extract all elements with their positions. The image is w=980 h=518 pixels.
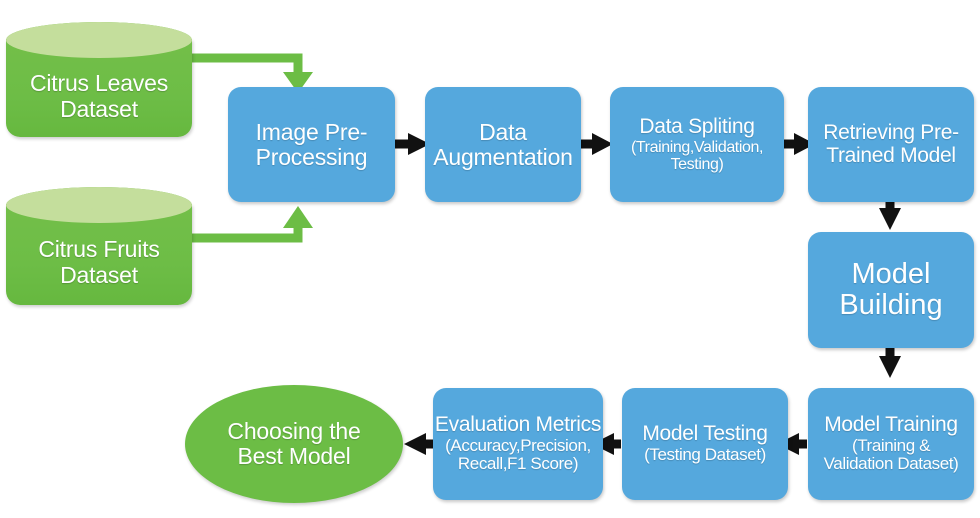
node-label-line2: Best Model <box>237 443 351 469</box>
node-label-line2: Dataset <box>60 95 138 122</box>
node-label-line2: Trained Model <box>826 143 956 167</box>
node-evaluation-metrics[interactable]: Evaluation Metrics (Accuracy,Precision, … <box>433 388 603 500</box>
node-label-line2: (Training,Validation, <box>630 138 764 156</box>
node-image-preprocessing[interactable]: Image Pre- Processing <box>228 87 395 202</box>
edge-building-to-training <box>879 348 901 378</box>
node-label-line3: Validation Dataset) <box>823 454 959 474</box>
edge-retrieving-to-building <box>879 201 901 230</box>
node-label-line3: Testing) <box>670 155 724 173</box>
node-citrus-fruits-dataset[interactable]: Citrus Fruits Dataset <box>6 187 192 305</box>
edge-testing-to-evaluation <box>592 433 621 455</box>
node-label-line2: Processing <box>255 143 368 170</box>
edge-leaves-to-preprocessing <box>190 53 313 93</box>
node-choosing-best-model[interactable]: Choosing the Best Model <box>185 385 403 503</box>
node-label-line2: Augmentation <box>433 143 573 170</box>
edge-evaluation-to-choosing <box>404 433 434 455</box>
cylinder-top-ellipse <box>6 187 192 223</box>
edge-preprocessing-to-augmentation <box>395 133 430 155</box>
node-data-splitting[interactable]: Data Spliting (Training,Validation, Test… <box>610 87 784 202</box>
node-label-line1: Model <box>851 257 931 290</box>
node-label-line1: Choosing the <box>227 417 361 444</box>
node-label-line1: Retrieving Pre- <box>823 120 959 144</box>
node-label-line2: (Testing Dataset) <box>644 445 766 465</box>
node-label-line2: Dataset <box>60 262 138 288</box>
edge-augmentation-to-splitting <box>581 133 613 155</box>
edge-training-to-testing <box>777 433 807 455</box>
cylinder-top-ellipse <box>6 22 192 58</box>
node-citrus-leaves-dataset[interactable]: Citrus Leaves Dataset <box>6 22 192 137</box>
node-model-building[interactable]: Model Building <box>808 232 974 348</box>
node-label-line1: Evaluation Metrics <box>434 413 602 437</box>
node-label-line2: (Training & <box>851 435 931 455</box>
node-model-training[interactable]: Model Training (Training & Validation Da… <box>808 388 974 500</box>
node-label-line1: Citrus Leaves <box>29 69 169 96</box>
node-label-line1: Model Training <box>824 413 958 437</box>
node-label-line2: Building <box>839 289 943 321</box>
node-label-line1: Data Spliting <box>639 114 755 138</box>
node-label: Citrus Leaves Dataset <box>6 56 192 137</box>
node-label-line1: Citrus Fruits <box>38 236 160 263</box>
node-label-line3: Recall,F1 Score) <box>457 454 579 474</box>
node-data-augmentation[interactable]: Data Augmentation <box>425 87 581 202</box>
node-label-line2: (Accuracy,Precision, <box>445 435 591 455</box>
edge-fruits-to-preprocessing <box>190 206 313 243</box>
node-model-testing[interactable]: Model Testing (Testing Dataset) <box>622 388 788 500</box>
edge-splitting-to-retrieving <box>784 133 815 155</box>
node-label: Citrus Fruits Dataset <box>6 221 192 305</box>
node-label-line1: Data <box>479 118 527 145</box>
node-label-line1: Image Pre- <box>255 118 368 145</box>
node-label-line1: Model Testing <box>642 422 768 446</box>
node-retrieving-pretrained-model[interactable]: Retrieving Pre- Trained Model <box>808 87 974 202</box>
